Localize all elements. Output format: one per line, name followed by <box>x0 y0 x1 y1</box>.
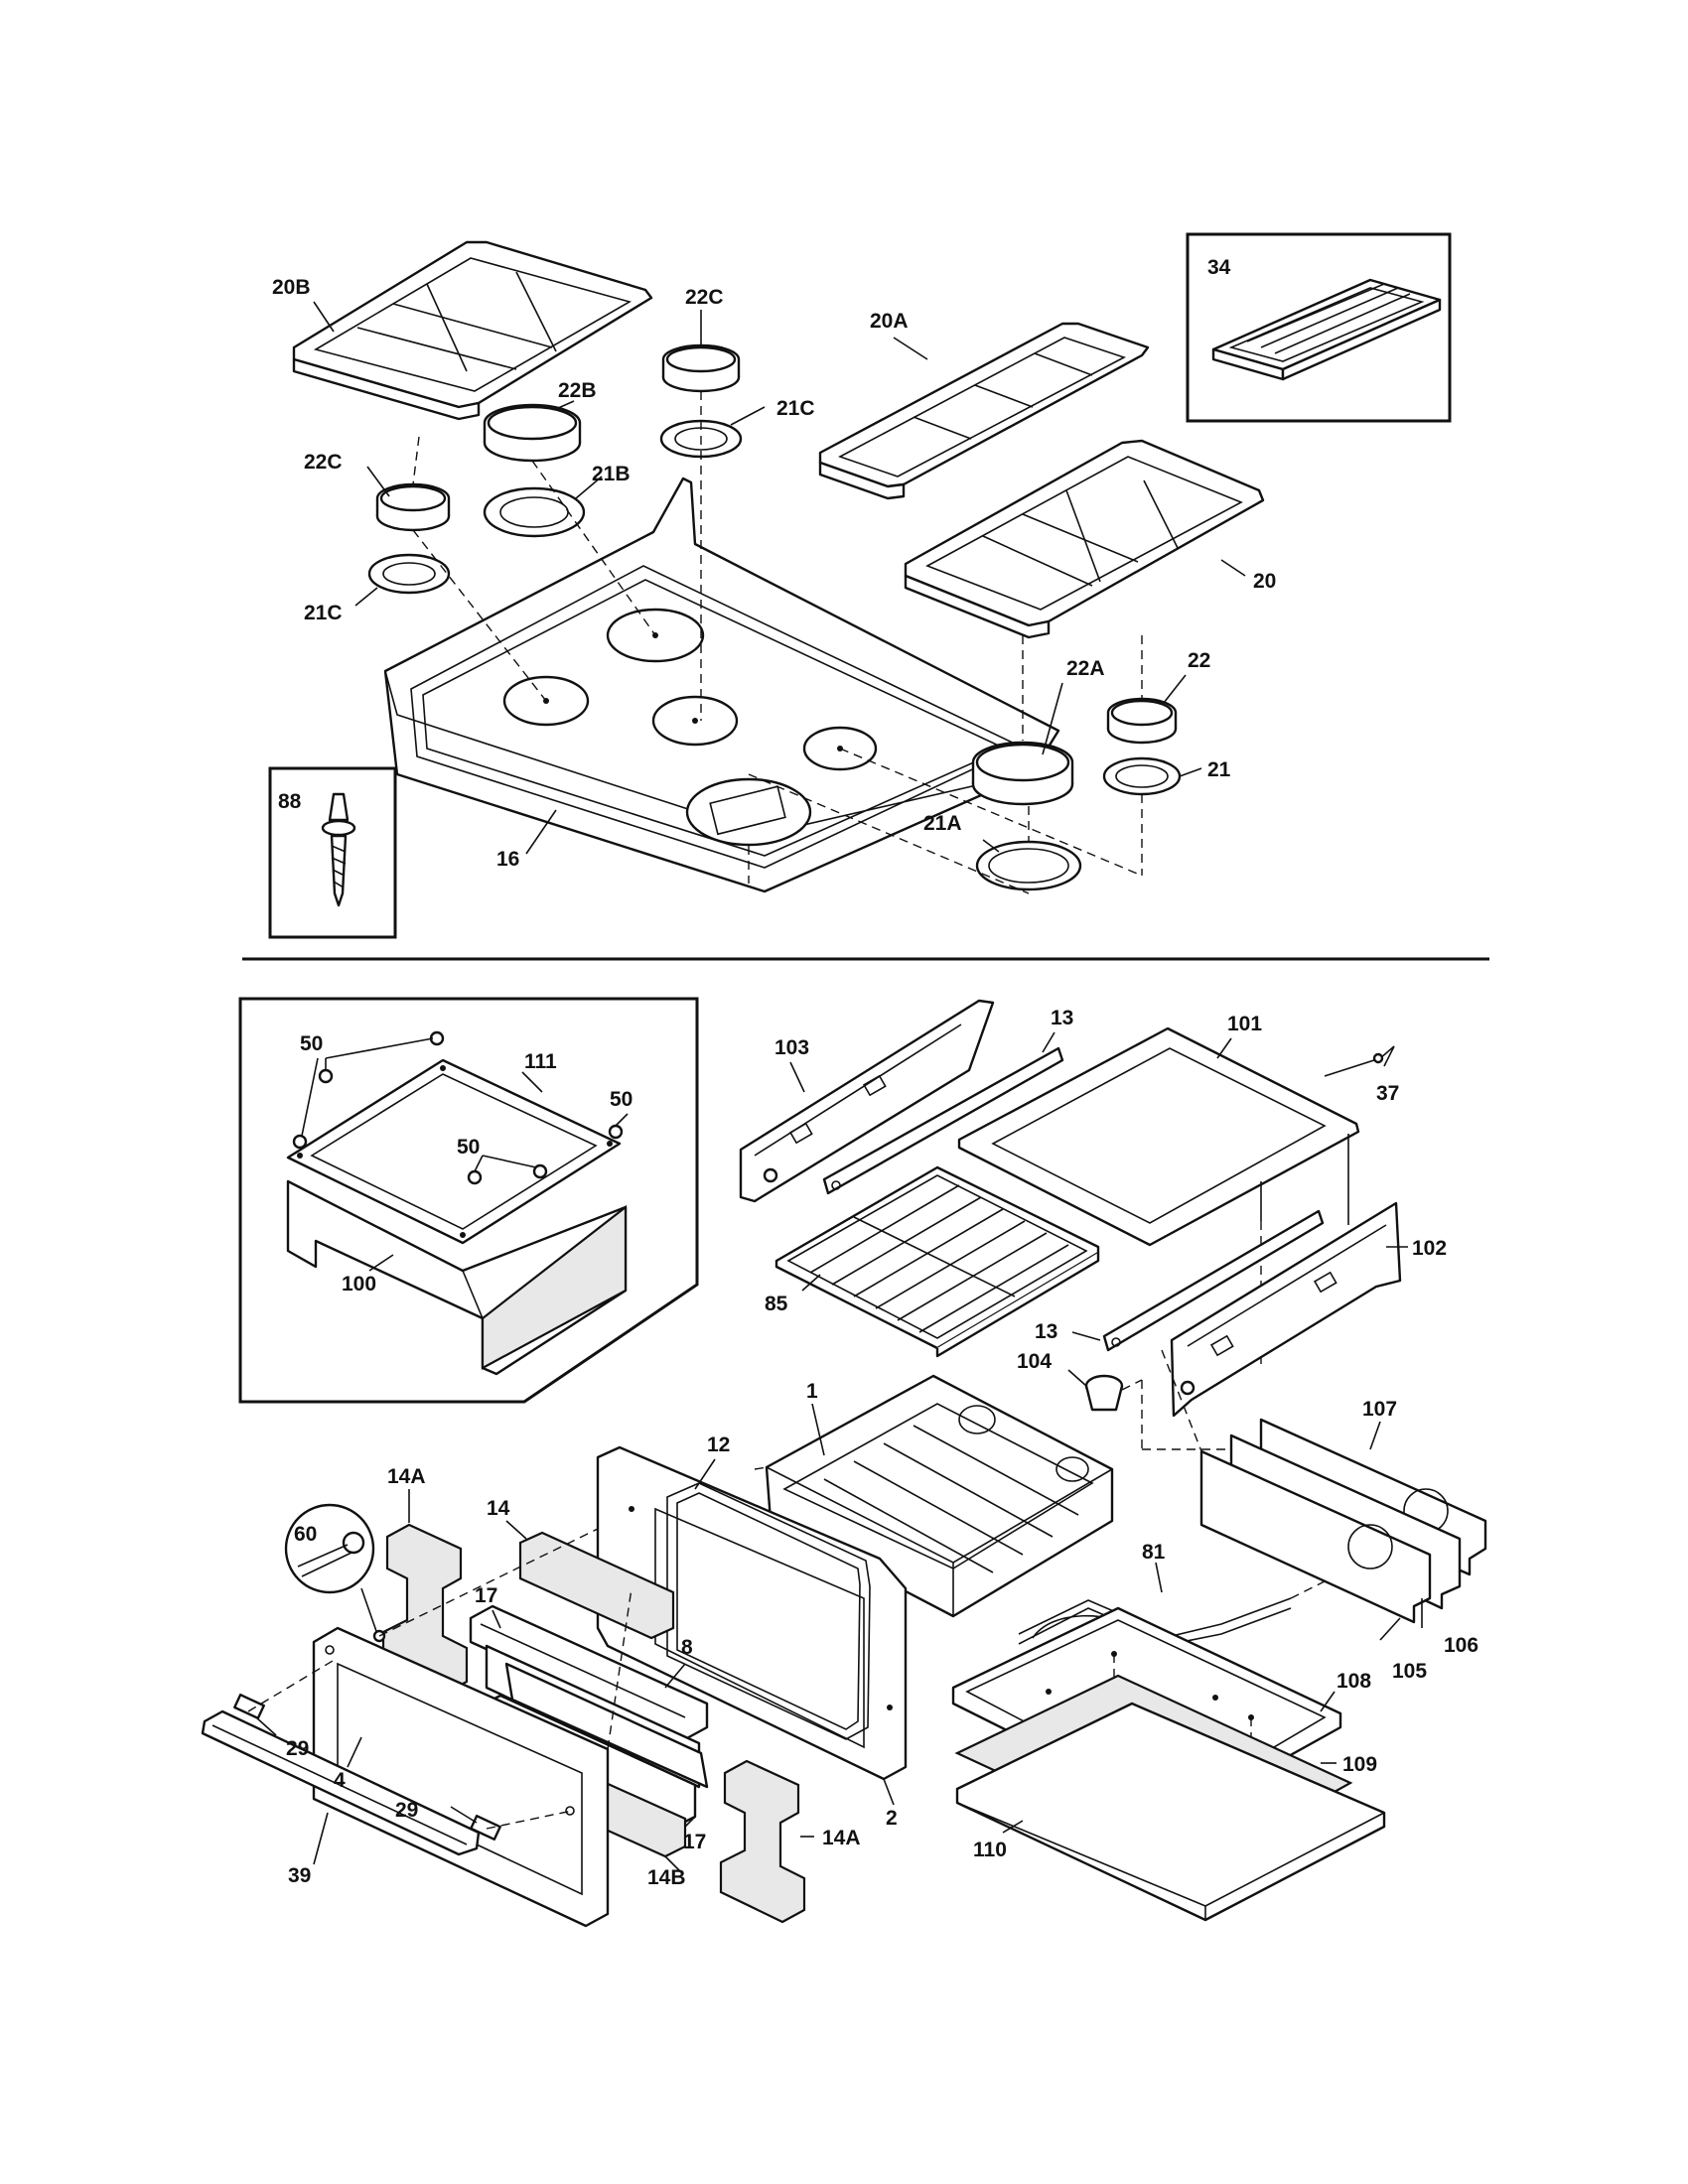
label-grate-left: 20B <box>272 276 311 299</box>
rack-slide-upper-drawing <box>822 1046 1064 1195</box>
label-wire-probe: 37 <box>1376 1082 1399 1105</box>
burner-cap-22c-top <box>661 343 741 393</box>
side-panel-left-drawing <box>739 999 995 1203</box>
label-rack: 85 <box>765 1293 788 1315</box>
door-glass-drawing <box>504 1662 709 1789</box>
inset-top-panel-drawing <box>286 1058 622 1245</box>
oven-section <box>201 997 1487 1928</box>
burner-cap-22c-left <box>375 482 451 532</box>
burner-ring-21b <box>483 486 586 538</box>
wire-probe-drawing <box>1324 1045 1395 1077</box>
label-door-insulation-right: 14A <box>822 1827 861 1849</box>
label-door-gasket: 12 <box>707 1433 730 1456</box>
rack-drawing <box>774 1165 1100 1358</box>
label-bottom-cover: 110 <box>973 1839 1007 1861</box>
label-screw-inset-c: 50 <box>457 1136 480 1159</box>
screw-drawing <box>321 792 356 907</box>
griddle-drawing <box>1211 278 1442 381</box>
label-burner-cap-small-top: 22C <box>685 286 724 309</box>
frame-inset-box <box>238 997 699 1404</box>
alignment-lines-top <box>412 391 1143 894</box>
label-rack-slide-upper: 13 <box>1051 1007 1073 1029</box>
label-burner-ring-medium: 21B <box>592 463 631 485</box>
label-burner-ring-oval: 21A <box>923 812 962 835</box>
label-bottom-panel: 108 <box>1336 1670 1371 1693</box>
door-insulation-top-drawing <box>518 1531 675 1640</box>
handle-endcap-bottom-drawing <box>470 1814 501 1842</box>
burner-ring-21c-left <box>367 553 451 595</box>
door-insulation-left-drawing <box>381 1523 469 1696</box>
label-side-panel-right: 102 <box>1412 1237 1447 1260</box>
door-screw-inset <box>284 1503 386 1643</box>
label-grate-center: 20A <box>870 310 909 333</box>
label-burner-ring-small-left: 21C <box>304 602 343 624</box>
door-handle-drawing <box>201 1709 481 1856</box>
label-burner-cap-right: 22 <box>1188 649 1210 672</box>
label-burner-cap-medium: 22B <box>558 379 597 402</box>
oven-light-drawing <box>1084 1374 1301 1450</box>
label-burner-ring-right: 21 <box>1207 758 1231 781</box>
burner-ring-21 <box>1102 756 1182 796</box>
label-rear-panel-b: 106 <box>1444 1634 1478 1657</box>
rear-panel-a-drawing <box>1199 1449 1432 1624</box>
grate-right-drawing <box>904 439 1265 639</box>
burner-cap-22a <box>971 741 1074 806</box>
bottom-cover-drawing <box>955 1702 1386 1922</box>
door-insulation-right-drawing <box>719 1759 806 1924</box>
grate-left-drawing <box>292 240 653 421</box>
label-handle-endcap-bottom: 29 <box>395 1799 418 1822</box>
label-rack-slide-lower: 13 <box>1035 1320 1057 1343</box>
label-door-glass: 8 <box>681 1636 693 1659</box>
grate-center-drawing <box>818 322 1150 500</box>
handle-endcap-top-drawing <box>233 1693 265 1720</box>
label-insulation-pad: 109 <box>1342 1753 1377 1776</box>
label-door-screw: 60 <box>294 1523 317 1546</box>
label-grate-right: 20 <box>1253 570 1276 593</box>
inset-screws <box>292 1030 624 1185</box>
screw-inset-box <box>268 766 397 939</box>
leaders-bottom <box>255 1031 1423 1873</box>
outer-door-drawing <box>312 1626 610 1928</box>
label-door-handle: 39 <box>288 1864 311 1887</box>
leaders-top <box>313 301 1246 855</box>
label-back-panel: 107 <box>1362 1398 1397 1421</box>
inset-frame-drawing <box>286 1179 628 1376</box>
alignment-lines-bottom <box>247 1349 1332 1830</box>
label-inset-frame: 100 <box>342 1273 376 1296</box>
label-screw-inset-b: 50 <box>610 1088 633 1111</box>
label-door-glass-frame: 17 <box>475 1584 497 1607</box>
label-bake-element: 81 <box>1142 1541 1166 1564</box>
label-door-insulation-bottom: 14B <box>647 1866 686 1889</box>
burner-cap-22b <box>483 403 582 463</box>
label-burner-ring-small-top: 21C <box>776 397 815 420</box>
label-outer-door: 4 <box>334 1769 346 1792</box>
griddle-inset-box <box>1186 232 1452 423</box>
label-inset-top-panel: 111 <box>524 1050 557 1073</box>
label-rear-panel-a: 105 <box>1392 1660 1427 1683</box>
label-door-liner: 2 <box>886 1807 898 1830</box>
cooktop-section <box>268 232 1452 939</box>
door-gasket-drawing <box>666 1482 871 1740</box>
rack-slide-lower-drawing <box>1102 1209 1325 1352</box>
label-burner-cap-oval: 22A <box>1066 657 1105 680</box>
label-side-panel-left: 103 <box>774 1036 809 1059</box>
label-oven-cavity: 1 <box>806 1380 818 1403</box>
burner-cap-22 <box>1106 697 1178 745</box>
label-door-insulation-top: 14 <box>487 1497 510 1520</box>
label-cooktop: 16 <box>496 848 519 871</box>
label-door-glass-frame-lower: 17 <box>683 1831 706 1853</box>
side-panel-right-drawing <box>1170 1201 1402 1418</box>
label-door-insulation-left: 14A <box>387 1465 426 1488</box>
callout-labels: 20B 22C 22B 21C 20A 22C 21B 21C 34 20 22… <box>272 256 1478 1889</box>
label-griddle: 34 <box>1207 256 1231 279</box>
label-handle-endcap-top: 29 <box>286 1737 309 1760</box>
label-burner-cap-small-left: 22C <box>304 451 343 474</box>
label-screw-inset-a: 50 <box>300 1032 323 1055</box>
label-top-panel: 101 <box>1227 1013 1262 1035</box>
label-oven-light: 104 <box>1017 1350 1052 1373</box>
label-screw: 88 <box>278 790 302 813</box>
burner-ring-21a <box>975 840 1082 891</box>
inset-leaders <box>301 1037 629 1272</box>
